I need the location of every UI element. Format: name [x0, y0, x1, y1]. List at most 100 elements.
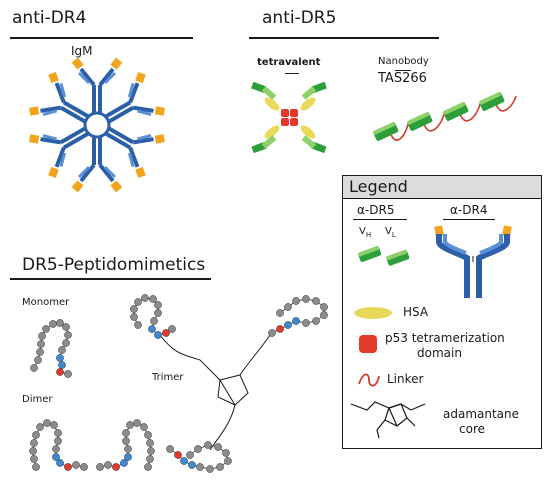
residue-bead — [30, 364, 38, 372]
residue-bead — [72, 461, 80, 469]
tetravalent-diagram — [251, 81, 327, 154]
residue-bead — [320, 303, 328, 311]
residue-bead — [62, 323, 70, 331]
dimer-diagram — [29, 419, 155, 471]
igm-arm — [29, 57, 165, 193]
igm-arm-unit — [29, 126, 90, 179]
residue-bead — [37, 340, 45, 348]
residue-bead — [292, 317, 300, 325]
residue-bead — [29, 447, 37, 455]
residue-bead — [196, 463, 204, 471]
residue-bead — [56, 354, 64, 362]
residue-bead — [312, 317, 320, 325]
residue-bead — [124, 445, 132, 453]
residue-bead — [130, 313, 138, 321]
legend-p53-icon — [359, 335, 377, 353]
tetravalent-label: tetravalent — [257, 57, 321, 68]
residue-bead — [312, 297, 320, 305]
tetravalent-arms — [251, 81, 327, 154]
residue-bead — [140, 423, 148, 431]
residue-bead — [134, 298, 142, 306]
residue-bead — [58, 346, 66, 354]
residue-bead — [162, 329, 170, 337]
residue-bead — [54, 437, 62, 445]
residue-bead — [50, 421, 58, 429]
legend-p53-label-2: domain — [417, 346, 462, 360]
residue-bead — [36, 423, 44, 431]
legend-adamantane-label-1: adamantane — [443, 407, 520, 421]
legend-alpha-dr5-underline — [353, 219, 407, 220]
residue-bead — [188, 461, 196, 469]
trimer-core-linkers — [159, 334, 271, 451]
residue-bead — [276, 325, 284, 333]
residue-bead — [146, 439, 154, 447]
igm-arm-unit — [71, 57, 123, 113]
nanobody-label: Nanobody — [378, 56, 429, 67]
igm-center-ring — [83, 111, 111, 139]
monomer-residues — [30, 319, 72, 378]
legend-linker-icon — [358, 373, 380, 387]
legend-alpha-dr5-label: α-DR5 — [357, 203, 395, 217]
residue-bead — [62, 339, 70, 347]
residue-backbone — [32, 422, 85, 468]
residue-bead — [284, 321, 292, 329]
tas266-domains — [373, 92, 505, 141]
residue-bead — [43, 419, 51, 427]
legend-box: Legend α-DR5 α-DR4 VH VL HSA p53 tetrame… — [342, 175, 542, 449]
trimer-diagram — [130, 294, 328, 473]
legend-adamantane-icon — [350, 401, 426, 439]
residue-bead — [96, 463, 104, 471]
residue-bead — [133, 419, 141, 427]
igm-arm-unit — [104, 71, 165, 124]
residue-bead — [64, 463, 72, 471]
residue-bead — [320, 311, 328, 319]
anti-dr5-title: anti-DR5 — [262, 8, 337, 28]
residue-bead — [154, 331, 162, 339]
residue-bead — [38, 332, 46, 340]
residue-bead — [224, 457, 232, 465]
legend-antibody-icon — [434, 225, 512, 298]
residue-bead — [194, 445, 202, 453]
residue-bead — [56, 368, 64, 376]
legend-title: Legend — [349, 177, 408, 196]
monomer-diagram — [30, 319, 72, 378]
legend-adamantane-label-2: core — [459, 422, 485, 436]
residue-bead — [204, 441, 212, 449]
anti-dr4-underline — [10, 37, 193, 39]
residue-bead — [216, 463, 224, 471]
anti-dr5-underline — [249, 37, 439, 39]
dimer-residues — [29, 419, 155, 471]
residue-bead — [206, 465, 214, 473]
legend-vh-label: VH — [359, 226, 372, 239]
residue-bead — [56, 459, 64, 467]
residue-bead — [112, 463, 120, 471]
tas266-diagram — [373, 92, 517, 141]
legend-header: Legend — [343, 176, 541, 199]
legend-nanobody-icon — [358, 246, 410, 266]
dr5-peptidomimetics-title: DR5-Peptidomimetics — [22, 255, 206, 275]
residue-bead — [147, 447, 155, 455]
residue-bead — [30, 455, 38, 463]
igm-arm-unit — [71, 137, 123, 193]
residue-bead — [36, 348, 44, 356]
residue-bead — [168, 325, 176, 333]
residue-bead — [54, 429, 62, 437]
residue-bead — [122, 437, 130, 445]
residue-bead — [302, 319, 310, 327]
residue-bead — [126, 421, 134, 429]
tetravalent-underline — [285, 73, 299, 74]
residue-bead — [146, 455, 154, 463]
residue-bead — [292, 297, 300, 305]
residue-bead — [124, 453, 132, 461]
residue-bead — [154, 309, 162, 317]
residue-bead — [58, 361, 66, 369]
residue-bead — [104, 461, 112, 469]
residue-bead — [149, 295, 157, 303]
residue-bead — [42, 325, 50, 333]
legend-hsa-icon — [354, 307, 392, 319]
residue-bead — [268, 329, 276, 337]
residue-bead — [150, 317, 158, 325]
residue-bead — [141, 294, 149, 302]
residue-backbone — [99, 422, 152, 468]
residue-bead — [30, 439, 38, 447]
